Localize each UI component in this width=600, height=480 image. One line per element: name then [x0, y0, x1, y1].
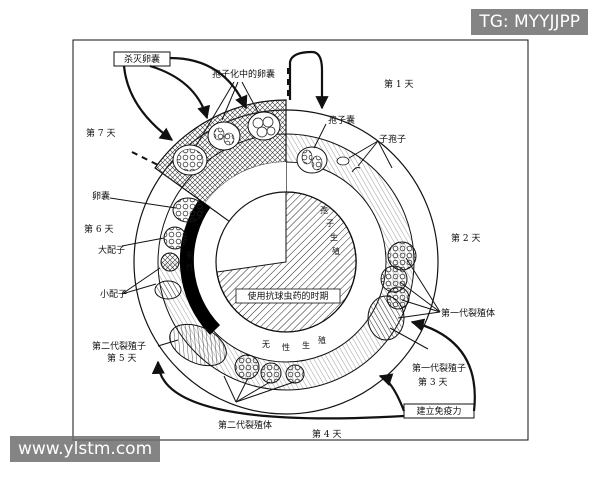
sporo-char-4: 殖 [332, 246, 340, 256]
second-gen-merozoite-cell [169, 323, 227, 367]
center-label: 使用抗球虫药的时期 [247, 290, 328, 302]
second-gen-schizonts [234, 354, 305, 384]
diagram-frame [72, 39, 529, 441]
day6-label: 第 6 天 [84, 223, 113, 235]
gametes [154, 197, 204, 300]
microgamete-label: 小配子 [100, 289, 127, 300]
watermark-telegram: TG: MYYJJPP [471, 9, 588, 35]
sex-char-1: 有 [186, 250, 194, 260]
dashed-boundary-left [131, 151, 161, 167]
sporulating-oocysts-label: 孢子化中的卵囊 [212, 68, 275, 80]
kill-arrow-1 [122, 65, 174, 141]
kill-oocysts-label: 杀灭卵囊 [124, 53, 160, 65]
sporulating-oocysts [172, 111, 281, 176]
asex-char-4: 殖 [318, 335, 326, 345]
sporocyst-label: 孢子囊 [328, 114, 355, 126]
center-label-box [235, 288, 341, 304]
watermark-site: www.ylstm.com [10, 436, 161, 462]
asex-char-2: 性 [282, 342, 290, 352]
sporocyst-figure [296, 146, 361, 174]
day4-label: 第 4 天 [312, 428, 341, 440]
macrogamete-label: 大配子 [98, 244, 125, 256]
first-gen-merozoite-label: 第一代裂殖子 [412, 362, 466, 374]
build-immunity-label: 建立免疫力 [416, 405, 461, 417]
oocyst-label: 卵囊 [92, 190, 110, 202]
sporo-char-3: 生 [330, 232, 338, 242]
sporo-char-1: 孢 [320, 205, 328, 215]
day3-label: 第 3 天 [418, 376, 447, 388]
day5-label: 第 5 天 [107, 352, 136, 364]
day2-label: 第 2 天 [451, 232, 480, 244]
immunity-arrow-left [378, 373, 406, 412]
first-gen-schizonts [367, 241, 417, 341]
second-gen-merozoite-label: 第二代裂殖子 [92, 340, 146, 352]
immunity-arrow-up [410, 318, 476, 412]
sporozoite-label: 子孢子 [379, 133, 406, 145]
immunity-arrow-bottom [151, 360, 405, 420]
day7-label: 第 7 天 [86, 127, 115, 139]
sporo-char-2: 子 [326, 219, 334, 228]
cycle-arrow-top [288, 50, 329, 110]
pointer-lines [109, 81, 441, 403]
asex-char-3: 生 [302, 340, 310, 350]
sex-char-2: 性 [186, 262, 194, 272]
kill-arrow-2 [149, 64, 211, 120]
asex-char-1: 无 [262, 340, 270, 349]
first-gen-schizont-label: 第一代裂殖体 [441, 307, 495, 319]
day1-label: 第 1 天 [384, 78, 413, 90]
second-gen-schizont-label: 第二代裂殖体 [218, 419, 272, 431]
kill-arrow-3 [169, 56, 248, 110]
